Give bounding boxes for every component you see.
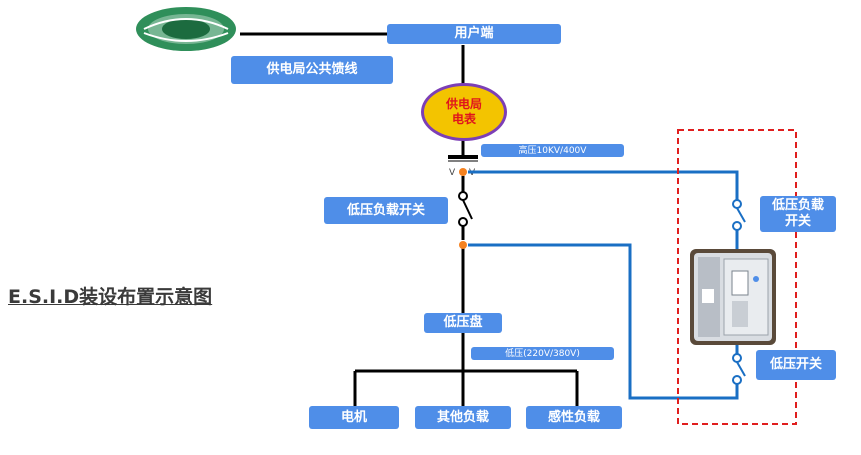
state-grid-logo [136,7,236,51]
public-feeder-box: 供电局公共馈线 [231,56,393,84]
meter-label-line1: 供电局 [445,97,482,111]
blue-line-top [468,170,739,200]
user-end-box: 用户端 [387,24,561,44]
lv-load-switch-left-box: 低压负载开关 [324,197,448,224]
switch-symbol-main [458,191,473,227]
high-voltage-label: 高压10KV/400V [481,144,624,157]
lv-load-switch-right-box: 低压负载 开关 [760,196,836,232]
diagram-title: E.S.I.D装设布置示意图 [8,286,213,308]
esid-device-photo [690,249,776,345]
junction-dot-bottom [459,241,467,249]
utility-meter: 供电局 电表 [421,83,507,141]
meter-label-line2: 电表 [451,112,476,126]
blue-line-bottom [468,243,739,400]
svg-text:V: V [449,168,456,178]
other-load-box: 其他负载 [415,406,511,429]
junction-dot-top [459,168,467,176]
lv-switch-box: 低压开关 [756,350,836,380]
switch-symbol-right-bottom [732,353,746,385]
esid-dashed-box [677,129,797,425]
lv-panel-box: 低压盘 [424,313,502,333]
inductive-load-box: 感性负载 [526,406,622,429]
low-voltage-label: 低压(220V/380V) [471,347,614,360]
lv-load-switch-right-line1: 低压负载 [771,198,824,213]
switch-symbol-right-top [732,199,746,231]
lv-load-switch-right-line2: 开关 [784,214,811,229]
motor-box: 电机 [309,406,399,429]
